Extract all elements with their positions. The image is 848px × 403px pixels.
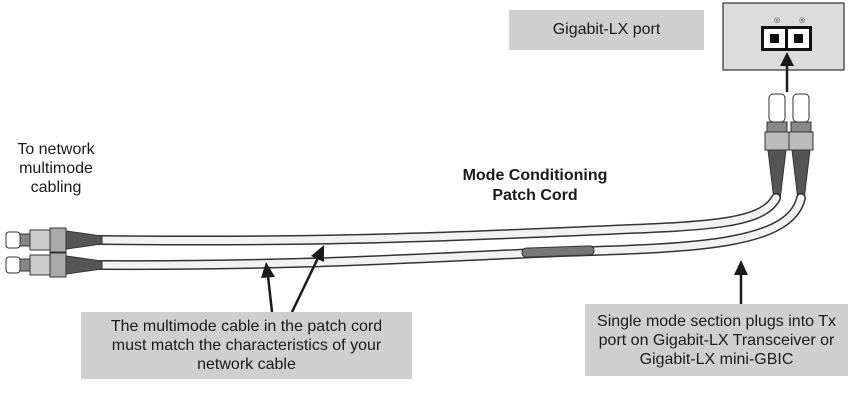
singlemode-note-line-1: Single mode section plugs into Tx: [597, 312, 836, 330]
gigabit-lx-port-panel: ◎ ◎: [722, 2, 845, 71]
cord-title-line-1: Mode Conditioning: [462, 167, 608, 184]
cord-title-line-2: Patch Cord: [492, 187, 578, 204]
multimode-note-line-2: must match the characteristics of your: [111, 337, 382, 354]
port-rx-glyph: ◎: [774, 16, 780, 24]
port-label: Gigabit-LX port: [552, 21, 661, 38]
multimode-arrows: [261, 245, 324, 313]
port-tx-glyph: ◎: [799, 16, 805, 24]
network-cabling-label-line-1: To network: [17, 141, 95, 158]
network-cabling-label-line-2: multimode: [19, 160, 93, 177]
network-cabling-label: To network multimode cabling: [0, 140, 112, 197]
multimode-note-box: The multimode cable in the patch cord mu…: [81, 312, 412, 379]
network-cabling-label-line-3: cabling: [30, 179, 82, 196]
multimode-note-line-3: network cable: [197, 356, 296, 373]
singlemode-note-box: Single mode section plugs into Tx port o…: [585, 304, 848, 376]
port-label-box: Gigabit-LX port: [509, 10, 704, 50]
singlemode-note-line-2: port on Gigabit-LX Transceiver or: [598, 331, 835, 349]
cord-title: Mode Conditioning Patch Cord: [420, 166, 650, 206]
mode-conditioning-splice: [521, 245, 595, 258]
left-connector-upper: [5, 227, 103, 253]
multimode-note-line-1: The multimode cable in the patch cord: [110, 318, 383, 335]
left-connector-lower: [5, 252, 103, 278]
right-connectors: [764, 93, 814, 201]
singlemode-note-line-3: Gigabit-LX mini-GBIC: [639, 350, 794, 368]
cable-upper-multimode: [95, 193, 781, 246]
port-arrow: [780, 52, 794, 92]
cable-lower-singlemode: [95, 193, 806, 271]
singlemode-arrow: [734, 260, 748, 304]
